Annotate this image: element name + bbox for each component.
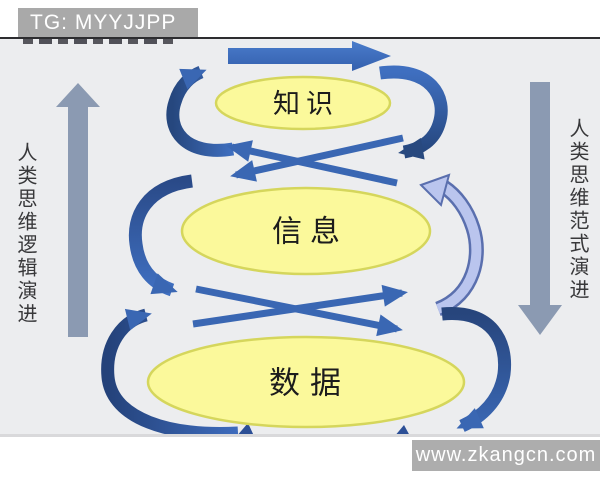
data-ellipse [146, 335, 466, 429]
cross-arrow-ki-lower [230, 134, 404, 182]
information-left-cycle-arrow [128, 174, 194, 297]
information-ellipse [180, 186, 432, 276]
tg-watermark-badge: TG: MYYJJPP [18, 8, 198, 38]
up-arrow-icon [56, 83, 100, 337]
left-axis-caption: 人类思维逻辑演进 [14, 142, 36, 326]
diagram-canvas: 知识 信息 数据 [56, 41, 562, 437]
cross-arrow-id-lower [195, 285, 403, 337]
dikw-diagram: 知识 信息 数据 [0, 37, 600, 437]
clipped-arrow-fragment [236, 423, 254, 437]
knowledge-label: 知识 [273, 89, 339, 119]
information-right-cycle-arrowhead [419, 173, 451, 207]
site-watermark-badge: www.zkangcn.com [412, 440, 600, 471]
knowledge-right-cycle-arrow [379, 65, 448, 160]
down-arrow-icon [518, 82, 562, 335]
diagram-bottom-edge [0, 434, 600, 437]
top-white-strip: TG: MYYJJPP [0, 0, 600, 38]
information-right-cycle-arrow [435, 182, 482, 314]
data-right-cycle-arrow [441, 307, 512, 432]
data-label: 数据 [269, 366, 351, 401]
cross-arrow-ki-upper [226, 140, 398, 187]
diagram-top-border [0, 37, 600, 39]
knowledge-left-cycle-arrow [166, 65, 235, 157]
knowledge-ellipse [214, 75, 392, 131]
cropped-text-remnant [23, 39, 175, 44]
data-left-cycle-arrow [101, 308, 239, 437]
bottom-white-strip: www.zkangcn.com [0, 437, 600, 480]
right-axis-caption: 人类思维范式演进 [566, 118, 588, 302]
top-right-arrow [228, 41, 391, 71]
information-label: 信息 [272, 216, 348, 249]
